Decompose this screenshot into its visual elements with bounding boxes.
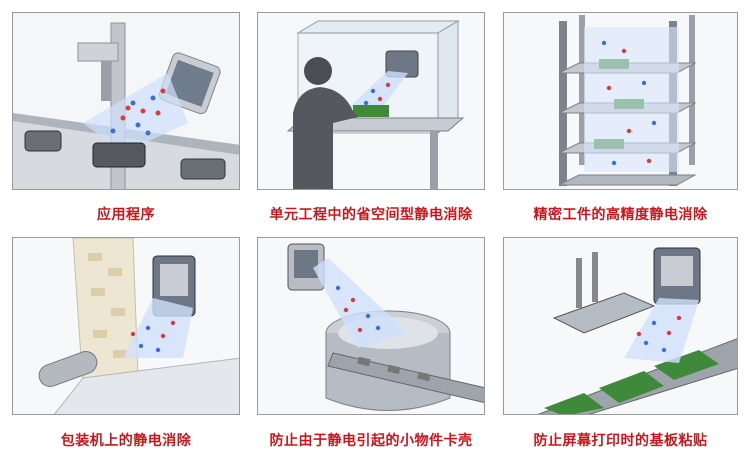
illustration-screen-printing (503, 237, 738, 415)
caption-precision: 精密工件的高精度静电消除 (533, 207, 708, 223)
screen-print-illustration (504, 238, 737, 414)
illustration-application (12, 12, 240, 190)
illustration-precision-work (503, 12, 738, 190)
ion-particles (110, 88, 166, 136)
caption-packaging: 包装机上的静电消除 (60, 433, 192, 449)
rack-shelves-illustration (504, 13, 737, 189)
illustration-packaging-machine (12, 237, 240, 415)
caption-application: 应用程序 (97, 207, 155, 223)
caption-space-saving: 单元工程中的省空间型静电消除 (269, 207, 473, 223)
illustration-cell-process (257, 12, 485, 190)
workbench-operator-illustration (258, 13, 484, 189)
caption-small-parts: 防止由于静电引起的小物件卡壳 (269, 433, 473, 449)
caption-screen-printing: 防止屏幕打印时的基板粘贴 (533, 433, 708, 449)
parts-feeder-illustration (258, 238, 484, 414)
ionizer-conveyor-illustration (13, 13, 239, 189)
film-roll-illustration (13, 238, 239, 414)
illustration-small-parts (257, 237, 485, 415)
